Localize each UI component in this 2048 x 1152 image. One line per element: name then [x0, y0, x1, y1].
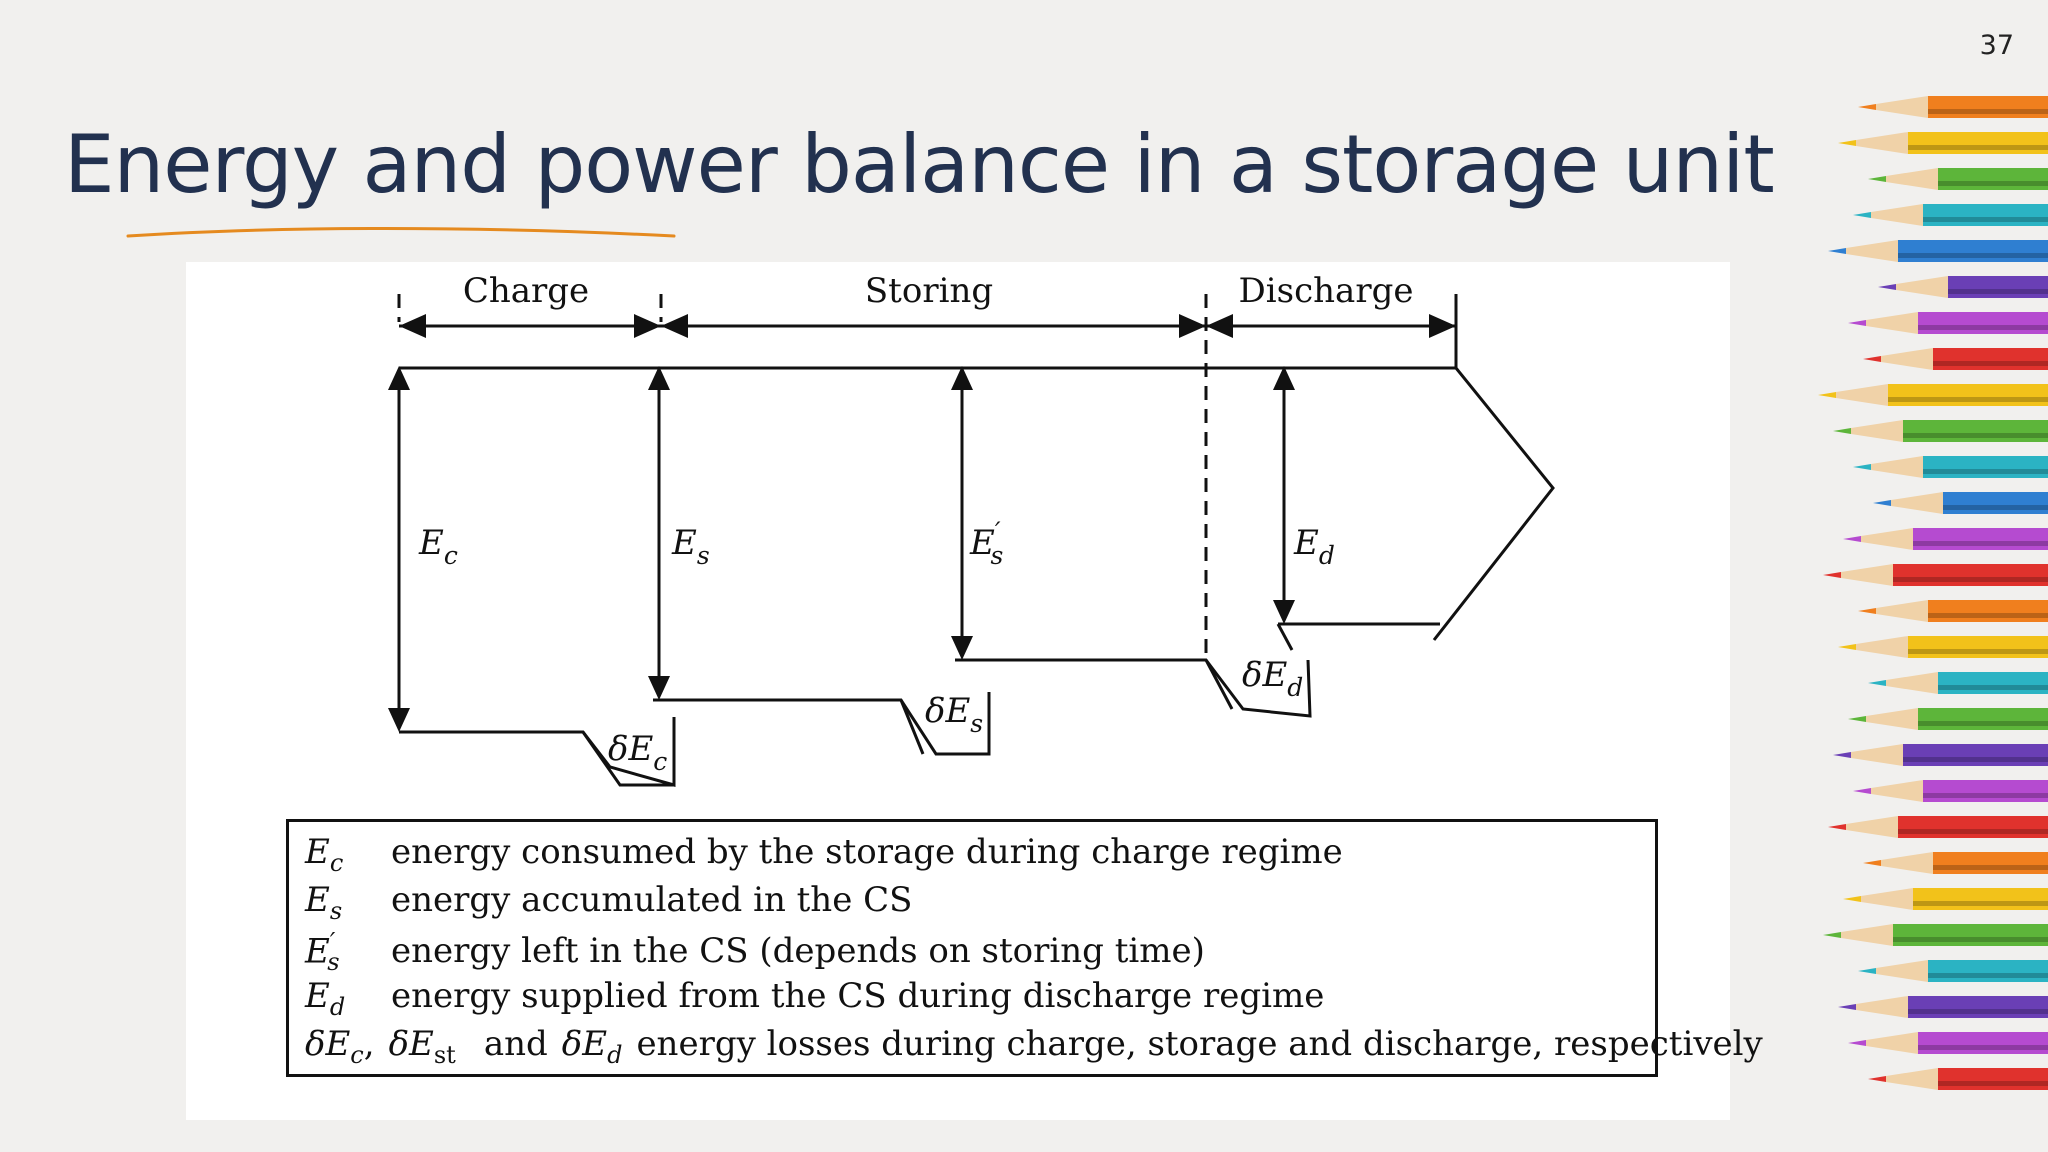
pencil-icon — [1828, 240, 2048, 262]
pencil-icon — [1868, 168, 2048, 190]
legend-row-es-prime: E′s energy left in the CS (depends on st… — [305, 928, 1205, 976]
storing-level-line — [653, 692, 991, 756]
stored-level-line — [955, 658, 1312, 718]
pencil-icon — [1838, 636, 2048, 658]
energy-arrow-ed — [1273, 366, 1295, 624]
legend-row-ed: Ed energy supplied from the CS during di… — [305, 976, 1325, 1021]
energy-reference-line — [399, 366, 1555, 641]
charge-level-line — [399, 717, 676, 787]
energy-balance-diagram: .ln { stroke:#111; stroke-width:3; fill:… — [388, 271, 1555, 787]
pencil-icon — [1848, 1032, 2048, 1054]
pencil-icon — [1868, 1068, 2048, 1090]
legend-row-losses: δEc, δEst and δEd energy losses during c… — [305, 1024, 1763, 1069]
pencil-icon — [1823, 564, 2048, 586]
pencil-icon — [1868, 672, 2048, 694]
pencil-icon — [1838, 132, 2048, 154]
phase-label-discharge: Discharge — [1239, 271, 1414, 311]
pencil-icon — [1853, 204, 2048, 226]
energy-arrow-es-prime — [951, 366, 973, 660]
legend-symbol: E′s — [305, 928, 340, 977]
discharge-loss-notch — [1204, 659, 1234, 710]
pencil-icon — [1818, 384, 2048, 406]
phase-label-storing: Storing — [865, 271, 993, 311]
label-ed: Ed — [1293, 523, 1335, 570]
pencil-icon — [1833, 744, 2048, 766]
legend-symbol: δEc, — [305, 1024, 375, 1069]
label-loss-ec: δEc — [608, 729, 667, 776]
label-loss-ed: δEd — [1242, 655, 1303, 702]
legend-symbol: Ec — [305, 832, 344, 877]
charge-loss-notch — [581, 731, 674, 787]
pencil-icon — [1828, 816, 2048, 838]
legend-symbol: δEd — [561, 1024, 623, 1069]
title-underline — [126, 226, 676, 238]
label-es: Es — [671, 523, 710, 570]
legend-text: energy accumulated in the CS — [391, 880, 913, 920]
page-number: 37 — [1979, 30, 2014, 61]
pencil-icon — [1843, 528, 2048, 550]
pencil-icon — [1853, 456, 2048, 478]
pencil-icon — [1848, 708, 2048, 730]
legend-text: energy losses during charge, storage and… — [636, 1024, 1763, 1064]
legend-text: energy consumed by the storage during ch… — [391, 832, 1343, 872]
label-loss-es: δEs — [925, 691, 983, 738]
pencil-icon — [1863, 348, 2048, 370]
slide-title: Energy and power balance in a storage un… — [64, 118, 1775, 211]
pencil-icon — [1863, 852, 2048, 874]
energy-arrow-es — [648, 366, 670, 700]
pencil-icon — [1858, 600, 2048, 622]
pencil-icon — [1833, 420, 2048, 442]
pencil-icon — [1838, 996, 2048, 1018]
pencil-icon — [1843, 888, 2048, 910]
pencil-icon — [1873, 492, 2048, 514]
phase-label-charge: Charge — [463, 271, 589, 311]
energy-balance-figure: .ln { stroke:#111; stroke-width:3; fill:… — [186, 262, 1763, 1120]
pencil-icon — [1858, 960, 2048, 982]
discharge-duration-arrow — [1206, 314, 1456, 338]
discharge-step — [1276, 623, 1294, 651]
legend-text: energy left in the CS (depends on storin… — [391, 931, 1205, 972]
storing-duration-arrow — [661, 314, 1206, 338]
legend-symbol: δEst — [388, 1024, 456, 1069]
pencil-icon — [1853, 780, 2048, 802]
legend-text: energy supplied from the CS during disch… — [391, 976, 1325, 1016]
label-es-prime: E′s — [969, 517, 1003, 570]
pencil-icon — [1823, 924, 2048, 946]
pencil-icon — [1858, 96, 2048, 118]
legend-row-es: Es energy accumulated in the CS — [305, 880, 913, 925]
colored-pencils-decoration — [1818, 96, 2048, 1090]
legend-and: and — [483, 1024, 548, 1064]
storing-loss-notch — [899, 699, 925, 755]
pencil-icon — [1878, 276, 2048, 298]
legend-symbol: Es — [305, 880, 343, 925]
pencil-icon — [1848, 312, 2048, 334]
charge-duration-arrow — [399, 314, 661, 338]
energy-arrow-ec — [388, 366, 410, 732]
legend-row-ec: Ec energy consumed by the storage during… — [305, 832, 1343, 877]
legend-symbol: Ed — [305, 976, 346, 1021]
legend-box: Ec energy consumed by the storage during… — [286, 819, 1763, 1077]
label-ec: Ec — [418, 523, 458, 570]
